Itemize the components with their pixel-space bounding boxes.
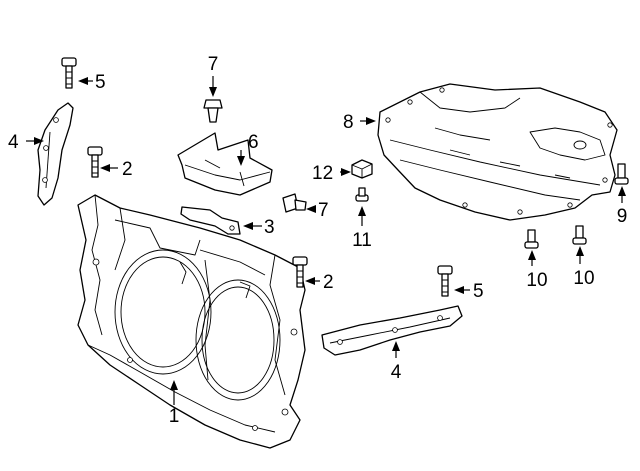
callout-11: 11 <box>352 230 372 251</box>
callout-7-upper: 7 <box>208 54 219 75</box>
callout-4-lower: 4 <box>391 362 402 383</box>
air-deflector <box>177 132 273 196</box>
clip-7-lower <box>282 193 307 213</box>
callout-5-lower: 5 <box>473 281 484 302</box>
callout-7-lower: 7 <box>318 200 329 221</box>
small-bracket <box>180 206 241 235</box>
callout-2-center: 2 <box>323 272 334 293</box>
bolt-5-lower <box>437 265 453 297</box>
callout-1: 1 <box>169 406 180 427</box>
bolt-2-left <box>87 146 103 178</box>
callout-9: 9 <box>617 206 628 227</box>
callout-5-upper: 5 <box>95 72 106 93</box>
clip-12 <box>351 159 373 179</box>
bolt-10-right <box>572 225 587 245</box>
bolt-9 <box>614 163 629 185</box>
left-bracket <box>37 102 74 206</box>
radiator-core-support <box>77 194 306 449</box>
bolt-2-center <box>292 256 308 288</box>
bolt-10-left <box>524 229 539 249</box>
callout-10-left: 10 <box>526 270 547 291</box>
under-cover <box>377 83 618 221</box>
callout-4-left: 4 <box>8 132 19 153</box>
lower-bracket <box>321 305 463 356</box>
callout-10-right: 10 <box>573 268 594 289</box>
callout-8: 8 <box>343 112 354 133</box>
callout-12: 12 <box>312 163 333 184</box>
callout-2-left: 2 <box>122 159 133 180</box>
bolt-11 <box>355 187 369 202</box>
leader-lines <box>26 76 626 405</box>
callout-3: 3 <box>264 217 275 238</box>
bolt-5-upper <box>61 57 77 89</box>
callout-6: 6 <box>248 132 259 153</box>
clip-7-upper <box>203 99 223 123</box>
